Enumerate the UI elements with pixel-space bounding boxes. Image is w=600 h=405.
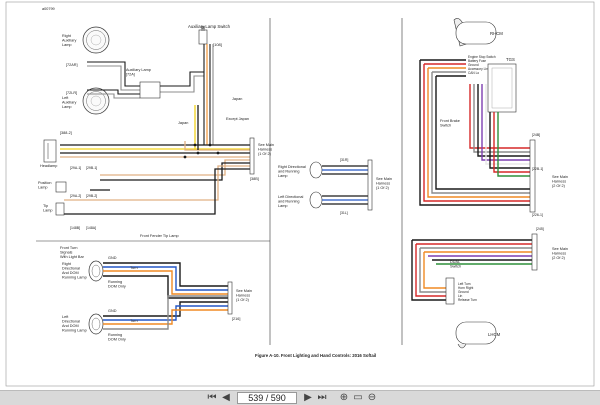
gnd-label-top: GND (108, 256, 117, 260)
c148a-label: [148A] (86, 226, 96, 230)
zoom-out-icon[interactable]: ⊖ (367, 392, 377, 403)
except-japan-label: Except Japan (226, 117, 249, 121)
c29b-label: [29B-1] (86, 166, 97, 170)
japan2-label: Japan (178, 121, 188, 125)
aux-relay-block (139, 81, 161, 99)
c29a2-label: [29A-2] (70, 194, 81, 198)
position-lamp-icon (55, 181, 67, 193)
lhcm-label: LHCM (488, 332, 501, 337)
left-auxiliary-lamp-icon (82, 87, 110, 115)
c226-label: [226-1] (532, 213, 543, 217)
tip-lamp-icon (55, 202, 65, 216)
rhcm-label: RHCM (490, 31, 503, 36)
rhcm-harness-connector-icon (529, 139, 536, 213)
lhcm-wire-bundle (411, 239, 532, 301)
c388-label: [388-2] (60, 131, 72, 135)
rhcm-handgrip-icon (453, 18, 497, 47)
c38-label: [38B] (250, 177, 259, 181)
turn-label-top: Turn (130, 266, 138, 270)
first-page-icon[interactable]: ⏮ (207, 392, 217, 403)
tgs-label: TGS (506, 57, 515, 62)
fit-page-icon[interactable]: ▭ (353, 392, 363, 403)
rhcm-wire-bundle (419, 59, 530, 206)
figure-caption: Figure A-10. Front Lighting and Hand Con… (255, 353, 376, 358)
japan-label: Japan (232, 97, 242, 101)
mid-harness-connector-icon (367, 159, 373, 211)
headlamp-harness-wires (60, 105, 250, 215)
turn-harness-connector-icon (227, 281, 233, 315)
lhcm-harness-connector-icon (531, 233, 538, 271)
c31l-label: [31L] (340, 211, 348, 215)
headlamp-icon (43, 139, 57, 163)
turn-signal-wires (103, 262, 228, 330)
main-harness-connector-icon (249, 137, 255, 175)
page-number-field[interactable]: 539 / 590 (237, 392, 297, 404)
right-directional-running-lamp-icon (309, 161, 323, 179)
zoom-in-icon[interactable]: ⊕ (339, 392, 349, 403)
fender-tip-label: Front Fender Tip Lamp (140, 234, 179, 238)
tgs-module-icon (487, 63, 517, 113)
right-auxiliary-lamp-icon (82, 26, 110, 54)
c24-label: [24B] (532, 133, 540, 137)
headlamp-label: Headlamp (40, 164, 57, 168)
c29b2-label: [29B-2] (86, 194, 97, 198)
aux-relay-label: Auxiliary Lamp[72A] (126, 68, 151, 77)
wiring-diagram-page: a00799 Auxiliary Lamp Switch [108] Right… (5, 1, 595, 387)
gnd-label-bottom: GND (108, 309, 117, 313)
aux-lamp-wires (87, 44, 214, 145)
c216-label: [216] (232, 317, 240, 321)
document-viewer: a00799 Auxiliary Lamp Switch [108] Right… (5, 1, 595, 387)
c31r-label: [31R] (340, 158, 348, 162)
splice-points (183, 143, 220, 159)
left-directional-running-lamp-icon (309, 191, 323, 209)
last-page-icon[interactable]: ⏭ (317, 392, 327, 403)
next-page-icon[interactable]: ▶ (304, 392, 312, 403)
previous-page-icon[interactable]: ◀ (222, 392, 230, 403)
dual-switch-icon (445, 277, 455, 305)
turn-label-bottom: Turn (130, 319, 138, 323)
c72l-label: [72LR] (66, 91, 77, 95)
lhcm-handgrip-icon (455, 321, 497, 349)
mid-directional-wires (322, 165, 368, 205)
aux-switch-label: Auxiliary Lamp Switch (188, 24, 231, 29)
auxiliary-lamp-switch-icon (198, 26, 208, 45)
c72r-label: [72AR] (66, 63, 78, 67)
c108-label: [108] (213, 42, 222, 47)
c245-label: [245] (536, 227, 544, 231)
c148-label: [148B] (70, 226, 80, 230)
left-directional-lamp-icon (88, 313, 104, 335)
viewer-toolbar: ⏮ ◀ 539 / 590 ▶ ⏭ ⊕ ▭ ⊖ (0, 390, 600, 405)
c22-label: [22B-1] (532, 167, 543, 171)
figure-id: a00799 (42, 7, 55, 11)
c29a-label: [29A-1] (70, 166, 81, 170)
right-directional-lamp-icon (88, 260, 104, 282)
page-indicator: 539 / 590 (248, 393, 286, 403)
